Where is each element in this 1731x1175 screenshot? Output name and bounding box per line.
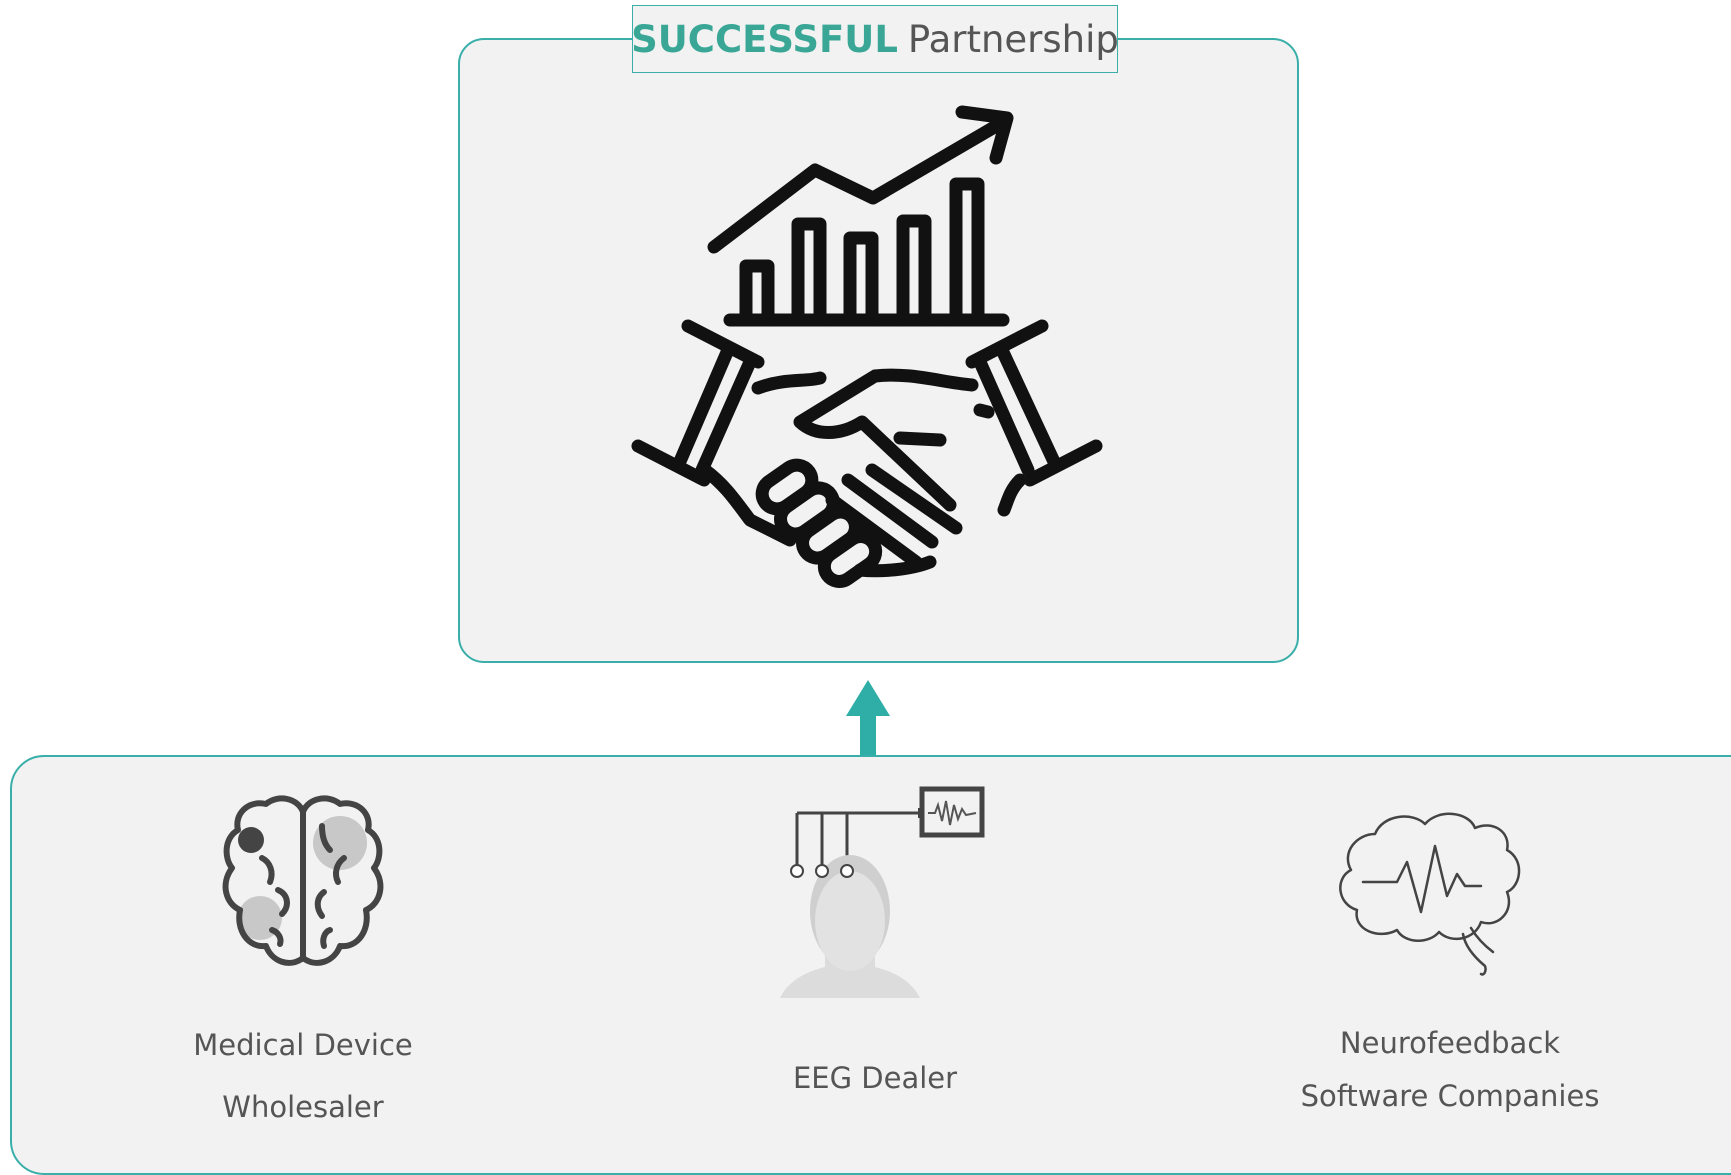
partner-label: EEG Dealer xyxy=(740,1061,1010,1095)
partner-label-second: Wholesaler xyxy=(173,1090,433,1124)
partner-label-second: Software Companies xyxy=(1285,1079,1615,1113)
partner-label-line1: Medical Device xyxy=(193,1028,413,1062)
partner-label-line2: Wholesaler xyxy=(222,1090,384,1124)
partner-label: Medical Device xyxy=(173,1028,433,1062)
title-rest: Partnership xyxy=(907,17,1119,61)
partner-label: Neurofeedback xyxy=(1305,1026,1595,1060)
eeg-head-icon xyxy=(780,786,985,998)
handshake-growth-icon xyxy=(631,105,1103,588)
title-emphasis: SUCCESSFUL xyxy=(631,17,898,61)
up-arrow-icon xyxy=(846,680,890,760)
partner-label-line2: Software Companies xyxy=(1300,1079,1600,1113)
neurofeedback-brain-icon xyxy=(1339,812,1521,976)
panel-title: SUCCESSFUL Partnership xyxy=(631,5,1119,73)
brain-icon xyxy=(222,795,384,966)
partner-label-line1: EEG Dealer xyxy=(792,1061,958,1095)
partner-label-line1: Neurofeedback xyxy=(1339,1026,1561,1060)
